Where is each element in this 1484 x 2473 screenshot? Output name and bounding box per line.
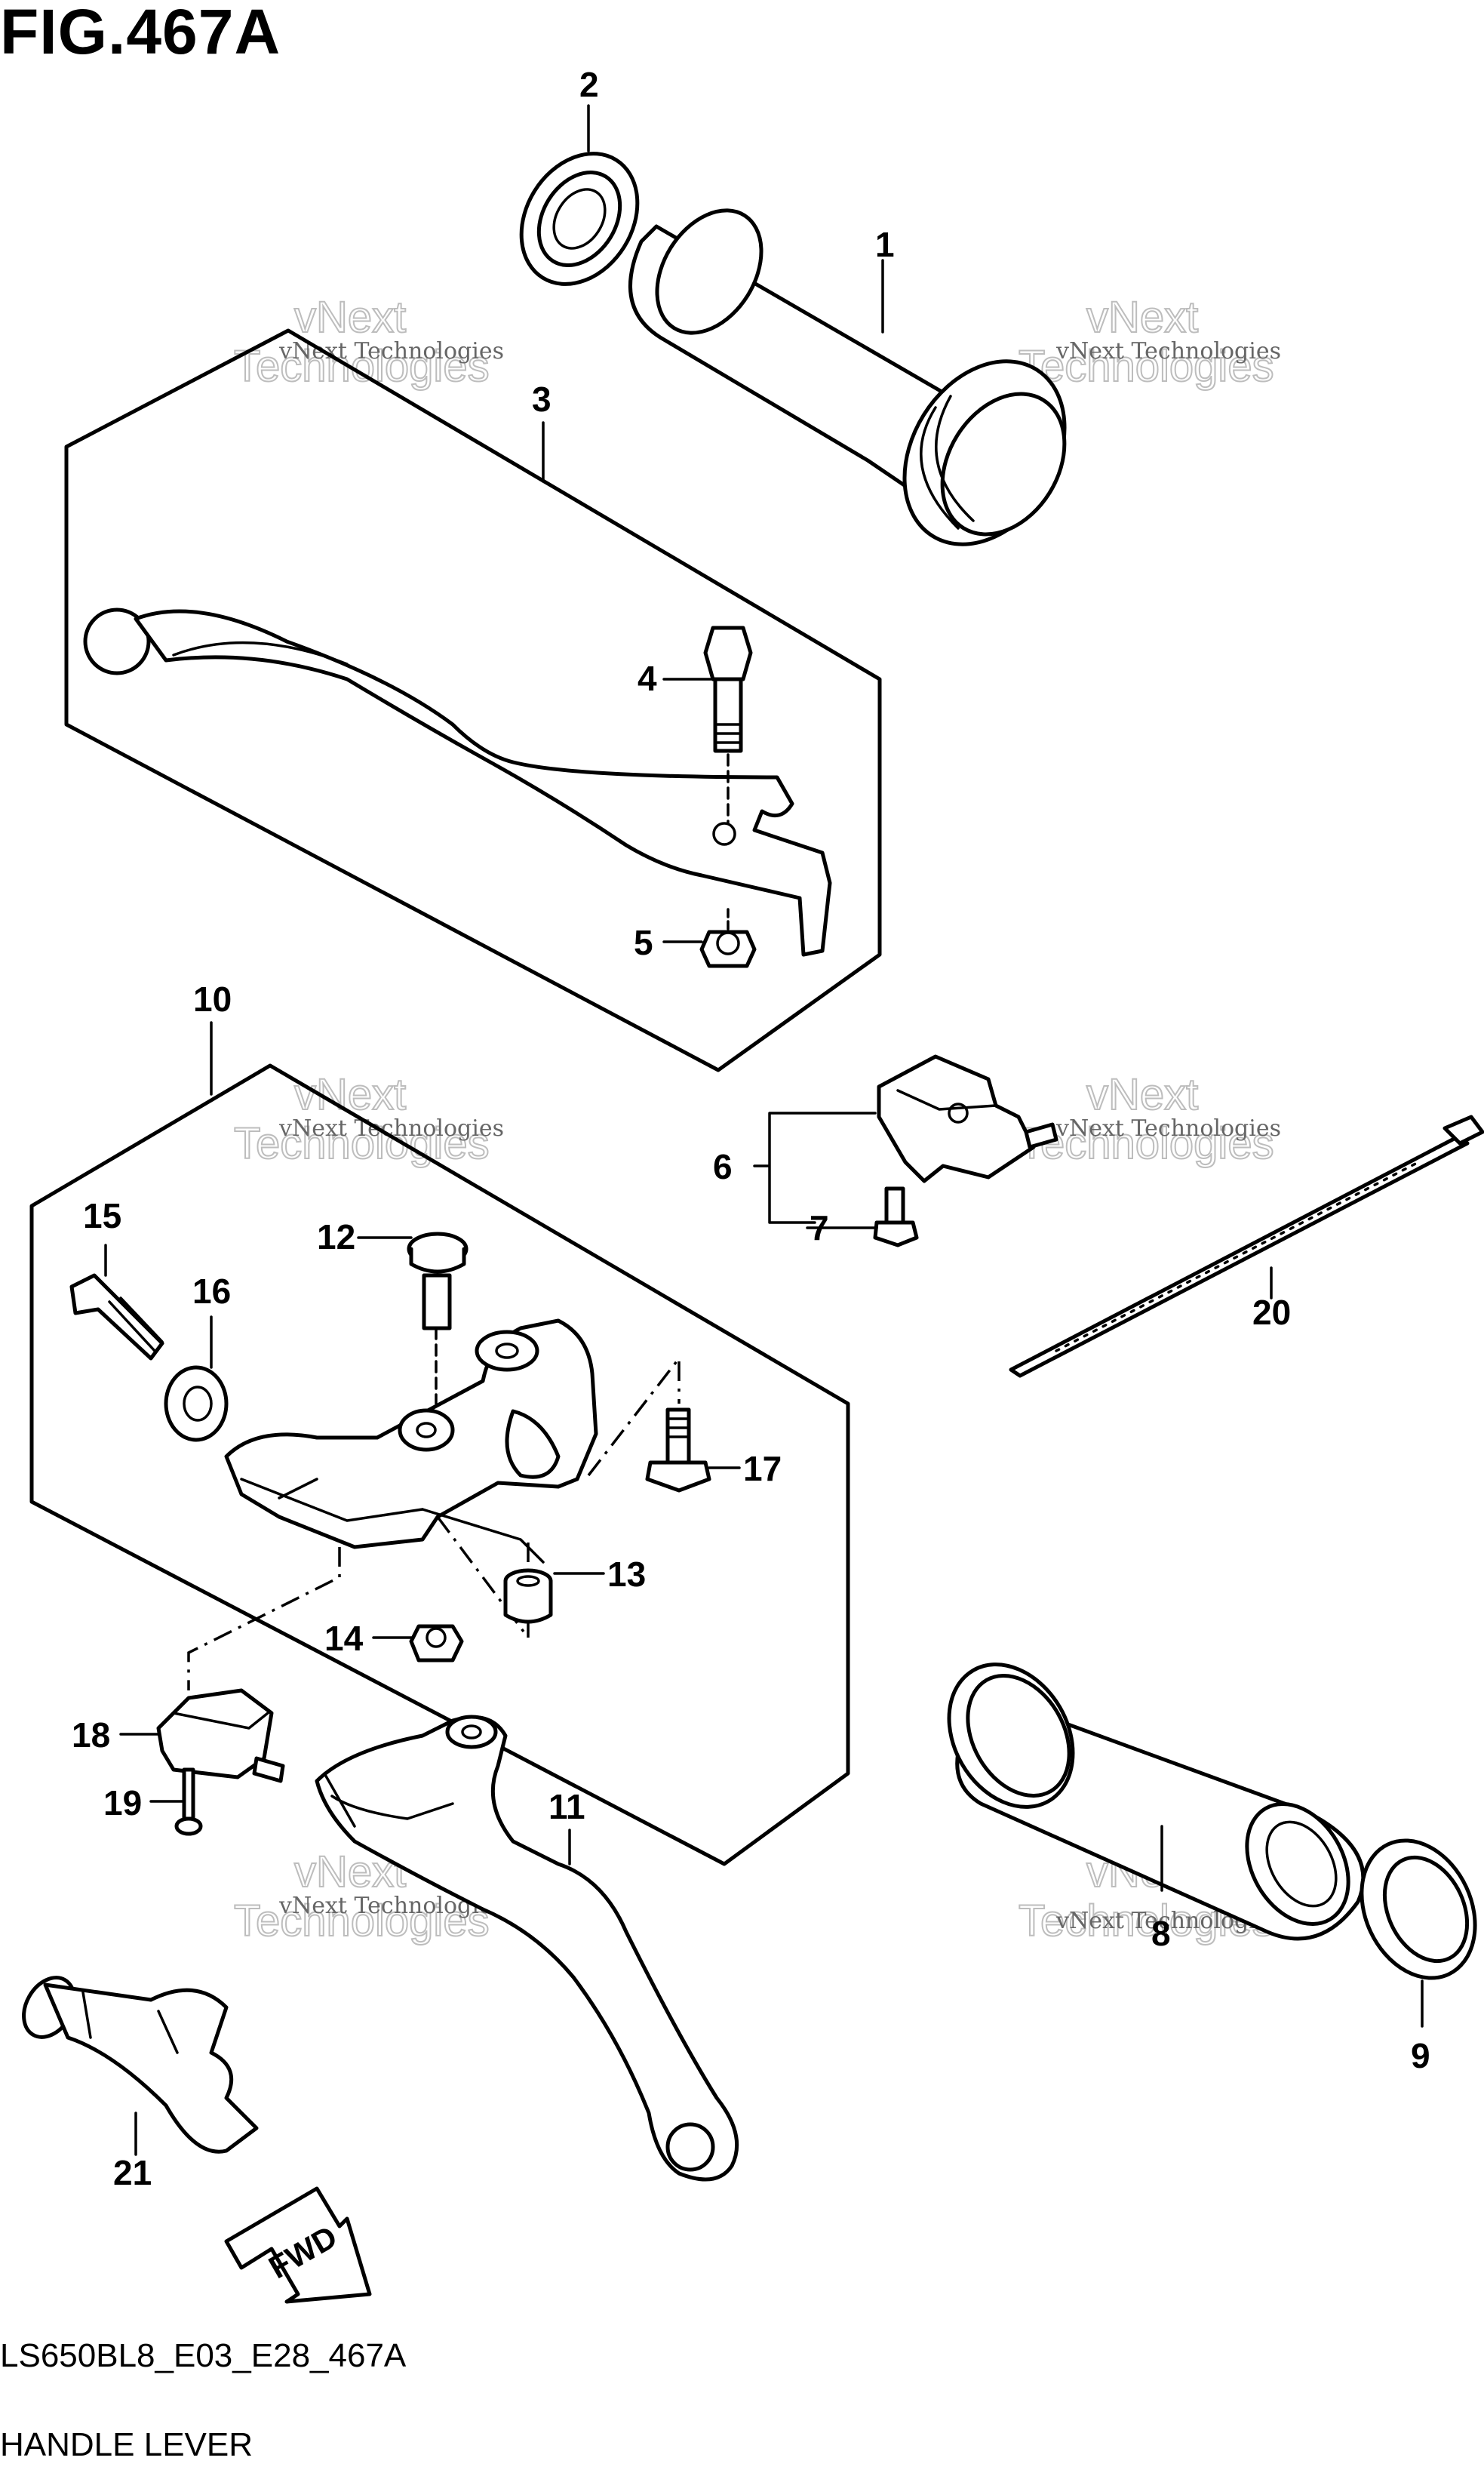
callout-6-7-bracket — [753, 1112, 877, 1224]
figure-title: FIG.467A — [0, 0, 281, 67]
svg-text:vNext: vNext — [294, 293, 406, 342]
callout-21: 21 — [113, 2153, 152, 2192]
svg-text:Technologies: Technologies — [234, 1119, 490, 1168]
callout-19: 19 — [103, 1783, 142, 1822]
watermark-1: vNext Technologies vNext Technologies — [233, 292, 504, 392]
watermark-5: vNext Technologies vNext Technologies — [233, 1847, 504, 1946]
svg-text:vNext Technologies: vNext Technologies — [1055, 338, 1281, 364]
callout-1: 1 — [875, 225, 895, 264]
svg-text:vNext: vNext — [1086, 293, 1198, 342]
callout-17: 17 — [743, 1449, 782, 1488]
part-12-pin — [407, 1232, 469, 1405]
callout-13: 13 — [607, 1555, 646, 1594]
callout-2: 2 — [579, 65, 599, 104]
part-9-cap — [1360, 1838, 1477, 1980]
watermark-4: vNext Technologies vNext Technologies — [1018, 1069, 1281, 1169]
part-13-bushing — [503, 1568, 553, 1624]
svg-text:vNext Technologies: vNext Technologies — [1055, 1115, 1281, 1142]
part-7-screw — [873, 1186, 919, 1247]
figure-code: LS650BL8_E03_E28_467A — [0, 2337, 407, 2374]
part-17-bolt — [645, 1407, 711, 1493]
callout-8: 8 — [1151, 1914, 1171, 1953]
svg-text:Technologies: Technologies — [234, 342, 490, 391]
part-2-ring — [519, 152, 640, 286]
part-5-nut — [699, 908, 757, 968]
part-11-lever — [315, 1715, 739, 2182]
callout-16: 16 — [192, 1272, 231, 1311]
callout-5: 5 — [634, 923, 653, 962]
part-4-bolt — [703, 626, 753, 824]
fwd-arrow: FWD — [224, 2186, 372, 2304]
watermark-2: vNext Technologies vNext Technologies — [1018, 292, 1281, 392]
part-10-lever-holder — [224, 1318, 598, 1564]
svg-text:vNext: vNext — [1086, 1070, 1198, 1119]
callout-15: 15 — [83, 1196, 121, 1235]
callout-9: 9 — [1411, 2036, 1430, 2075]
part-1-grip — [628, 208, 1067, 546]
callout-14: 14 — [324, 1619, 364, 1658]
callout-6: 6 — [713, 1147, 733, 1186]
part-3-lever — [83, 607, 832, 957]
part-20-cable-tie — [1009, 1115, 1484, 1378]
part-18-switch — [156, 1688, 285, 1783]
callout-20: 20 — [1252, 1293, 1291, 1332]
part-10-box — [29, 1063, 850, 1866]
callout-7: 7 — [810, 1208, 829, 1247]
part-21-boot — [22, 1976, 259, 2154]
callout-18: 18 — [72, 1715, 110, 1755]
part-3-box — [64, 328, 882, 1072]
part-6-switch — [877, 1054, 1058, 1183]
svg-text:Technologies: Technologies — [234, 1896, 490, 1945]
part-16-clip — [164, 1365, 229, 1442]
callout-3: 3 — [532, 380, 552, 419]
callout-10: 10 — [193, 980, 232, 1019]
svg-text:Technologies: Technologies — [1019, 1119, 1274, 1168]
part-15-screw — [69, 1273, 164, 1361]
part-19-screw — [174, 1767, 203, 1836]
part-8-grip — [947, 1663, 1366, 1941]
svg-text:Technologies: Technologies — [1019, 342, 1274, 391]
callout-11: 11 — [548, 1787, 585, 1826]
callout-12: 12 — [317, 1217, 355, 1256]
figure-name: HANDLE LEVER — [0, 2426, 253, 2463]
callout-4: 4 — [638, 659, 657, 698]
svg-text:vNext Technologies: vNext Technologies — [278, 338, 504, 364]
part-14-nut — [409, 1624, 464, 1663]
watermark-3: vNext Technologies vNext Technologies — [233, 1069, 504, 1169]
leader-lines — [104, 104, 1424, 2156]
